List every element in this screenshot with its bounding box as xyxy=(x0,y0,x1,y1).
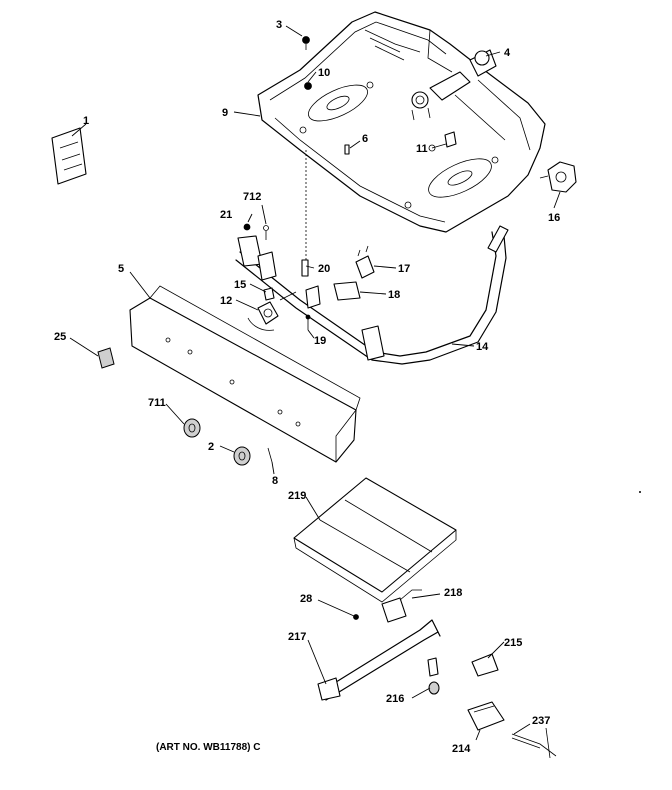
burner-valve-4 xyxy=(411,49,497,121)
bracket-11 xyxy=(444,131,457,148)
callout-1: 1 xyxy=(83,115,89,127)
bracket-18 xyxy=(333,281,361,301)
screw-3 xyxy=(302,36,310,50)
switch-17 xyxy=(355,245,375,279)
callout-4: 4 xyxy=(504,47,511,59)
callout-215: 215 xyxy=(504,637,522,649)
oven-thermostat-214 xyxy=(467,701,505,731)
callout-20: 20 xyxy=(318,263,330,275)
control-panel-5 xyxy=(129,285,361,463)
callout-28: 28 xyxy=(300,593,312,605)
callout-12: 12 xyxy=(220,295,232,307)
screw-28 xyxy=(353,614,359,620)
callout-219: 219 xyxy=(288,490,306,502)
orifice-15 xyxy=(263,287,275,301)
margin-dot xyxy=(639,491,641,493)
valve-12 xyxy=(247,291,297,331)
leader-lines xyxy=(69,25,561,741)
screw-21 xyxy=(243,223,251,231)
callout-214: 214 xyxy=(452,743,471,755)
heat-shield-219 xyxy=(293,477,457,603)
spacer-10 xyxy=(304,82,312,90)
callout-labels: 3 4 10 9 6 11 16 1 712 21 20 17 18 14 15… xyxy=(54,19,560,755)
art-number-note: (ART NO. WB11788) C xyxy=(156,742,260,753)
callout-25: 25 xyxy=(54,331,66,343)
knob-2 xyxy=(233,446,251,466)
burner-box xyxy=(257,11,546,233)
burner-tube-217 xyxy=(317,619,441,701)
screw-8 xyxy=(267,447,273,463)
igniter-216 xyxy=(427,657,440,695)
callout-14: 14 xyxy=(476,341,489,353)
manifold-pipe-14 xyxy=(235,225,509,365)
callout-217: 217 xyxy=(288,631,306,643)
callout-21: 21 xyxy=(220,209,232,221)
callout-15: 15 xyxy=(234,279,246,291)
callout-216: 216 xyxy=(386,693,404,705)
knob-711 xyxy=(183,418,201,438)
bracket-215 xyxy=(471,653,499,677)
callout-19: 19 xyxy=(314,335,326,347)
callout-712: 712 xyxy=(243,191,261,203)
callout-9: 9 xyxy=(222,107,228,119)
callout-16: 16 xyxy=(548,212,560,224)
callout-8: 8 xyxy=(272,475,278,487)
callout-218: 218 xyxy=(444,587,462,599)
callout-17: 17 xyxy=(398,263,410,275)
sensor-237 xyxy=(511,727,557,759)
callout-3: 3 xyxy=(276,19,282,31)
screw-19 xyxy=(305,314,311,330)
igniter-switch-218 xyxy=(381,589,422,623)
callout-10: 10 xyxy=(318,67,330,79)
knob-25 xyxy=(97,347,115,369)
callout-5: 5 xyxy=(118,263,124,275)
callout-2: 2 xyxy=(208,441,214,453)
callout-711: 711 xyxy=(148,397,166,409)
callout-237: 237 xyxy=(532,715,550,727)
screw-712 xyxy=(263,225,269,240)
manifold-bracket xyxy=(237,235,385,361)
pin-20 xyxy=(301,259,309,277)
clip-6 xyxy=(344,144,350,155)
callout-6: 6 xyxy=(362,133,368,145)
callout-11: 11 xyxy=(416,143,428,155)
pressure-regulator-16 xyxy=(539,161,577,193)
callout-18: 18 xyxy=(388,289,400,301)
owners-manual-1 xyxy=(51,127,87,185)
